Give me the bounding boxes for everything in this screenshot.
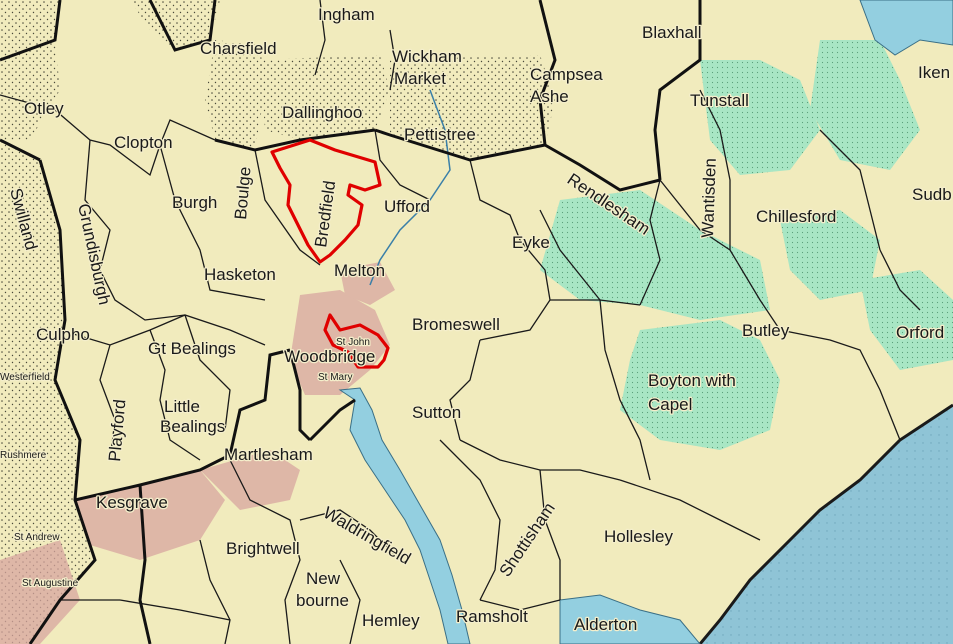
label-bromeswell: Bromeswell: [412, 315, 500, 334]
label-kesgrave: Kesgrave: [96, 493, 168, 512]
label-st-mary: St Mary: [318, 372, 352, 383]
st-john-boundary: [323, 313, 390, 369]
label-butley: Butley: [742, 321, 790, 340]
label-dallinghoo: Dallinghoo: [282, 103, 362, 122]
label-alderton: Alderton: [574, 615, 637, 634]
label-little-bealings-1: Little: [164, 397, 200, 416]
river-orwell: [559, 594, 701, 644]
label-wantisden: Wantisden: [698, 158, 720, 238]
label-pettistree: Pettistree: [404, 125, 476, 144]
label-westerfield: Westerfield: [0, 372, 50, 383]
label-eyke: Eyke: [512, 233, 550, 252]
label-hemley: Hemley: [362, 611, 420, 630]
label-orford: Orford: [896, 323, 944, 342]
north-sea: [700, 405, 953, 644]
label-st-augustine: St Augustine: [22, 578, 79, 589]
label-st-andrew: St Andrew: [14, 532, 60, 543]
river-deben: [338, 387, 471, 644]
label-st-john: St John: [336, 337, 370, 348]
label-campsea-ashe-2: Ashe: [530, 87, 569, 106]
label-hasketon: Hasketon: [204, 265, 276, 284]
label-boyton-with-capel-1: Boyton with: [648, 371, 736, 390]
label-brightwell: Brightwell: [226, 539, 300, 558]
label-ramsholt: Ramsholt: [456, 607, 528, 626]
river-alde: [859, 0, 953, 56]
label-rushmere: Rushmere: [0, 450, 47, 461]
label-blaxhall: Blaxhall: [642, 23, 702, 42]
label-chillesford: Chillesford: [756, 207, 836, 226]
label-martlesham: Martlesham: [224, 445, 313, 464]
label-hollesley: Hollesley: [604, 527, 673, 546]
label-wickham-market-2: Market: [394, 69, 446, 88]
coastline: [698, 403, 953, 644]
label-sudbourne: Sudb: [912, 185, 952, 204]
label-burgh: Burgh: [172, 193, 217, 212]
label-ingham: Ingham: [318, 5, 375, 24]
woodland-areas: [540, 40, 953, 450]
district-boundary: [0, 0, 702, 644]
bredfield-boundary: [270, 138, 382, 264]
label-wickham-market-1: Wickham: [392, 47, 462, 66]
parish-boundaries: [0, 0, 921, 644]
label-culpho: Culpho: [36, 325, 90, 344]
label-otley: Otley: [24, 99, 64, 118]
label-sutton: Sutton: [412, 403, 461, 422]
label-charsfield: Charsfield: [200, 39, 277, 58]
label-ufford: Ufford: [384, 197, 430, 216]
label-tunstall: Tunstall: [690, 91, 749, 110]
label-little-bealings-2: Bealings: [160, 417, 225, 436]
label-newbourne-1: New: [306, 569, 341, 588]
outside-district-areas: [0, 0, 555, 644]
label-campsea-ashe-1: Campsea: [530, 65, 603, 84]
label-newbourne-2: bourne: [296, 591, 349, 610]
label-gt-bealings: Gt Bealings: [148, 339, 236, 358]
label-melton: Melton: [334, 261, 385, 280]
label-iken: Iken: [918, 63, 950, 82]
label-clopton: Clopton: [114, 133, 173, 152]
label-boyton-with-capel-2: Capel: [648, 395, 692, 414]
label-woodbridge: Woodbridge: [284, 347, 375, 366]
highlighted-parishes: [270, 138, 390, 369]
rivers: [338, 0, 953, 644]
